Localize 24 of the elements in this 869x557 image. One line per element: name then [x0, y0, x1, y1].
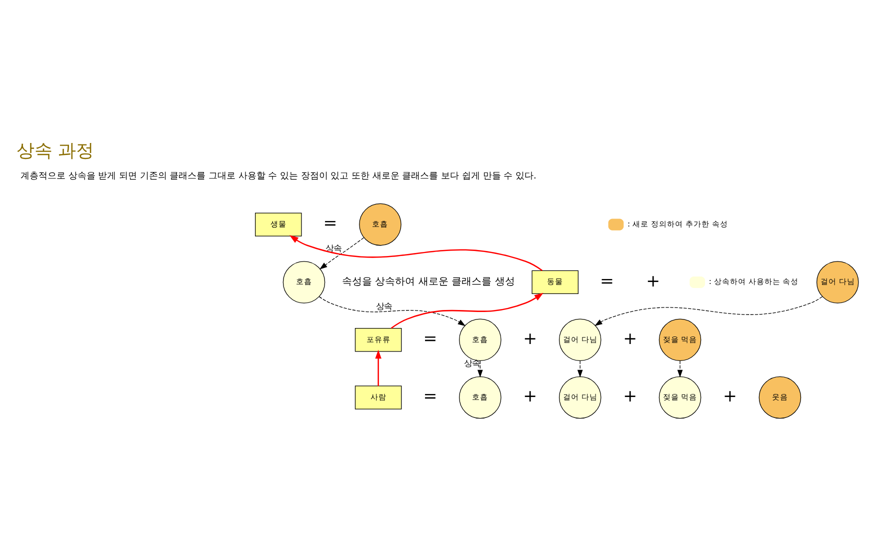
label: = [422, 386, 437, 406]
arrow [374, 349, 381, 386]
label: + [522, 386, 537, 406]
arrow [676, 360, 682, 378]
arrow [576, 360, 582, 378]
label: 속성을 상속하여 새로운 클래스를 생성 [341, 275, 514, 288]
label: + [622, 328, 637, 348]
edge-label: 상속 [375, 300, 392, 310]
arrow [318, 296, 466, 326]
arrow [476, 360, 482, 378]
arrow [594, 296, 822, 326]
edge-label: 상속 [463, 358, 480, 368]
arrow [390, 292, 543, 328]
label: = [600, 270, 614, 290]
label: + [646, 270, 660, 290]
label: = [422, 328, 437, 348]
diagram-title: 상속 과정 [16, 140, 94, 162]
label: = [322, 213, 337, 232]
label: + [622, 386, 637, 406]
arrow [288, 234, 542, 271]
label: + [722, 386, 736, 406]
arrow [319, 236, 364, 269]
label: 계층적으로 상속을 받게 되면 기존의 클래스를 그대로 사용할 수 있는 장점이 있고 또한 새로운 클래스를 보다 쉽게 만들 수 있다. [20, 171, 536, 182]
label: + [522, 328, 537, 348]
